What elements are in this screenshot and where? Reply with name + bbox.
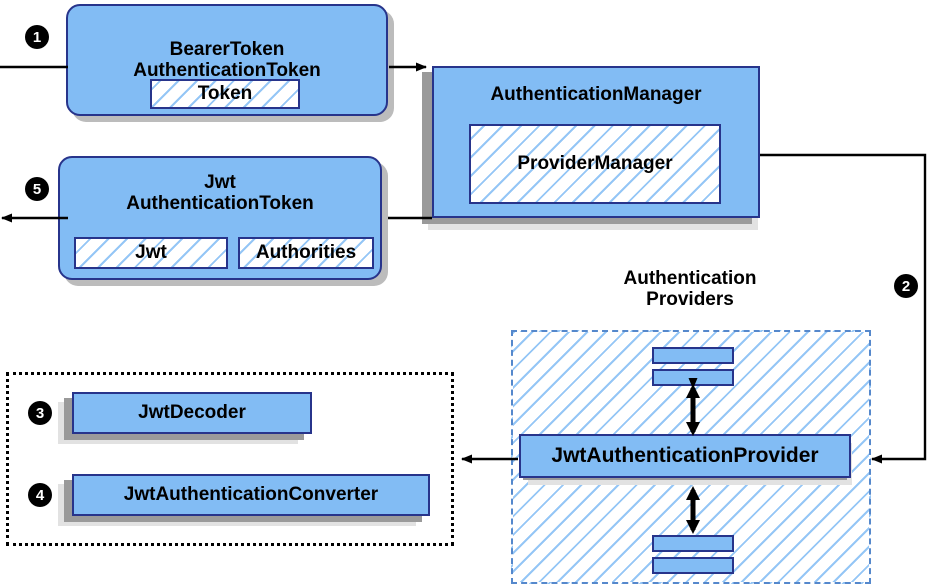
jwt-token-inner-authorities-box[interactable]: Authorities <box>238 237 374 269</box>
jwt-support-group <box>6 372 454 546</box>
badge-step-3: 3 <box>28 401 52 425</box>
bearer-token-inner-token-box[interactable]: Token <box>150 79 300 109</box>
jwt-token-inner-jwt-label: Jwt <box>135 242 167 263</box>
jwt-decoder-box[interactable]: JwtDecoder <box>72 392 312 434</box>
bearer-token-label-line1: BearerToken <box>169 38 285 60</box>
provider-bar-bottom-2 <box>652 557 734 574</box>
provider-manager-label: ProviderManager <box>517 153 673 174</box>
badge-step-1: 1 <box>25 25 49 49</box>
jwt-decoder-label: JwtDecoder <box>138 402 246 423</box>
jwt-authentication-provider-label: JwtAuthenticationProvider <box>551 444 819 467</box>
jwt-authentication-converter-label: JwtAuthenticationConverter <box>123 484 379 505</box>
authentication-providers-title-line1: Authentication <box>623 268 757 289</box>
badge-step-5: 5 <box>25 177 49 201</box>
provider-bar-top-1 <box>652 347 734 364</box>
badge-step-1-number: 1 <box>32 28 42 46</box>
badge-step-5-number: 5 <box>32 180 42 198</box>
badge-step-4: 4 <box>28 483 52 507</box>
provider-bar-top-2 <box>652 369 734 386</box>
provider-manager-box[interactable]: ProviderManager <box>469 124 721 204</box>
jwt-authentication-provider-box[interactable]: JwtAuthenticationProvider <box>519 434 851 478</box>
jwt-token-inner-authorities-label: Authorities <box>255 242 357 263</box>
jwt-authentication-converter-box[interactable]: JwtAuthenticationConverter <box>72 474 430 516</box>
bearer-token-label-line2: AuthenticationToken <box>133 60 321 81</box>
provider-bar-bottom-1 <box>652 535 734 552</box>
authentication-providers-title: Authentication Providers <box>588 268 792 311</box>
authentication-providers-title-line2: Providers <box>646 289 734 311</box>
authentication-manager-label: AuthenticationManager <box>490 84 702 105</box>
bearer-token-inner-token-label: Token <box>197 83 253 104</box>
badge-step-4-number: 4 <box>35 486 45 504</box>
jwt-token-inner-jwt-box[interactable]: Jwt <box>74 237 228 269</box>
badge-step-2-number: 2 <box>901 277 911 295</box>
badge-step-3-number: 3 <box>35 404 45 422</box>
jwt-token-label-line2: AuthenticationToken <box>126 193 314 215</box>
jwt-token-label-line1: Jwt <box>204 172 236 193</box>
badge-step-2: 2 <box>894 274 918 298</box>
